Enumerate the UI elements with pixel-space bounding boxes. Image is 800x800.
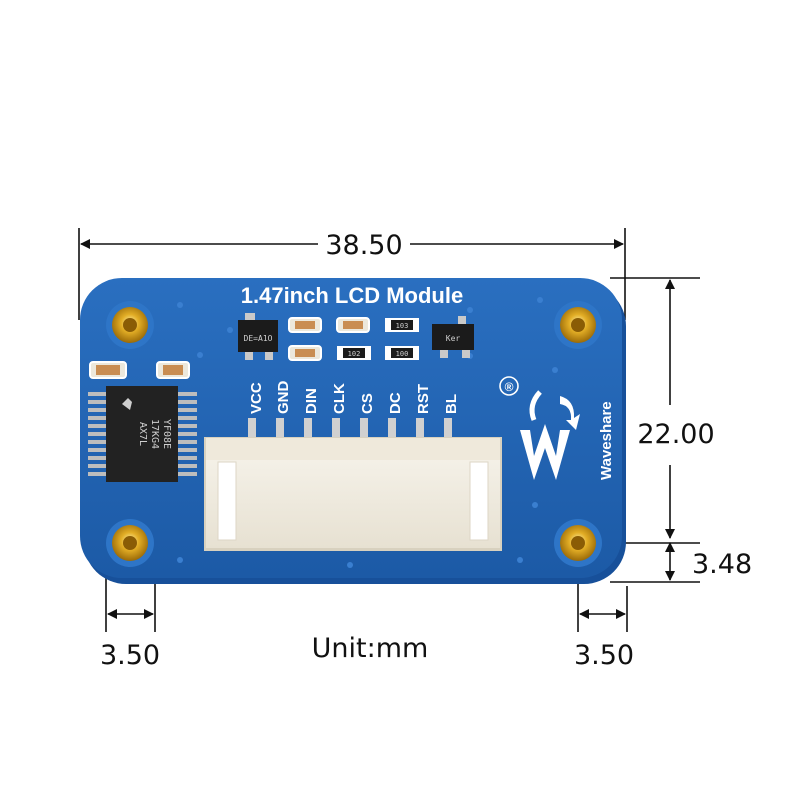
ic-body — [106, 386, 178, 482]
pin-label-clk: CLK — [331, 383, 348, 414]
pin-label-gnd: GND — [275, 381, 292, 415]
capacitor-row-bottom — [288, 345, 322, 361]
resistor-102: 102 — [337, 346, 371, 360]
main-ic-chip: YF08E 17KG4 AX7L — [88, 386, 197, 482]
width-label: 38.50 — [325, 230, 402, 261]
mounting-hole-top-left — [106, 301, 154, 349]
pin-labels: VCC GND DIN CLK CS DC RST BL — [248, 381, 460, 415]
ic-pins-right — [175, 392, 197, 476]
hole-x-right-label: 3.50 — [574, 640, 634, 671]
pin-label-dc: DC — [387, 392, 404, 414]
pin-label-bl: BL — [443, 394, 460, 414]
svg-text:Ker: Ker — [446, 334, 461, 343]
pcb-traces — [177, 297, 558, 568]
regulator-marking: DE=A1O — [244, 334, 273, 343]
transistor: Ker — [432, 316, 474, 358]
pin-label-vcc: VCC — [248, 382, 265, 414]
capacitor-left-a — [89, 361, 127, 379]
voltage-regulator: DE=A1O — [238, 313, 278, 360]
svg-text:103: 103 — [396, 322, 409, 330]
resistor-100: 100 — [385, 346, 419, 360]
ic-marking-line-3: AX7L — [137, 422, 148, 446]
pin-label-rst: RST — [415, 384, 432, 414]
brand-name: Waveshare — [598, 401, 615, 480]
capacitor-left-b — [156, 361, 190, 379]
capacitor-row-top — [288, 317, 370, 333]
mounting-hole-top-right — [554, 301, 602, 349]
svg-text:100: 100 — [396, 350, 409, 358]
mounting-hole-bottom-right — [554, 519, 602, 567]
svg-text:102: 102 — [348, 350, 361, 358]
ic-marking-line-2: 17KG4 — [149, 419, 160, 449]
hole-y-label: 3.48 — [692, 549, 752, 580]
height-label: 22.00 — [637, 419, 714, 450]
pcb-board: 1.47inch LCD Module DE=A1O 103 — [80, 278, 626, 584]
resistor-103: 103 — [385, 318, 419, 332]
ic-marking-line-1: YF08E — [161, 419, 172, 449]
unit-label: Unit:mm — [312, 633, 429, 664]
ti-logo-icon — [122, 398, 132, 410]
registered-mark: ® — [505, 380, 514, 394]
ic-pins-left — [88, 392, 110, 476]
hole-x-left-label: 3.50 — [100, 640, 160, 671]
pin-header-connector — [204, 437, 502, 551]
mounting-hole-bottom-left — [106, 519, 154, 567]
pin-label-cs: CS — [359, 393, 376, 414]
waveshare-logo-icon: ® — [499, 376, 580, 480]
board-title: 1.47inch LCD Module — [241, 283, 463, 308]
pin-label-din: DIN — [303, 388, 320, 414]
